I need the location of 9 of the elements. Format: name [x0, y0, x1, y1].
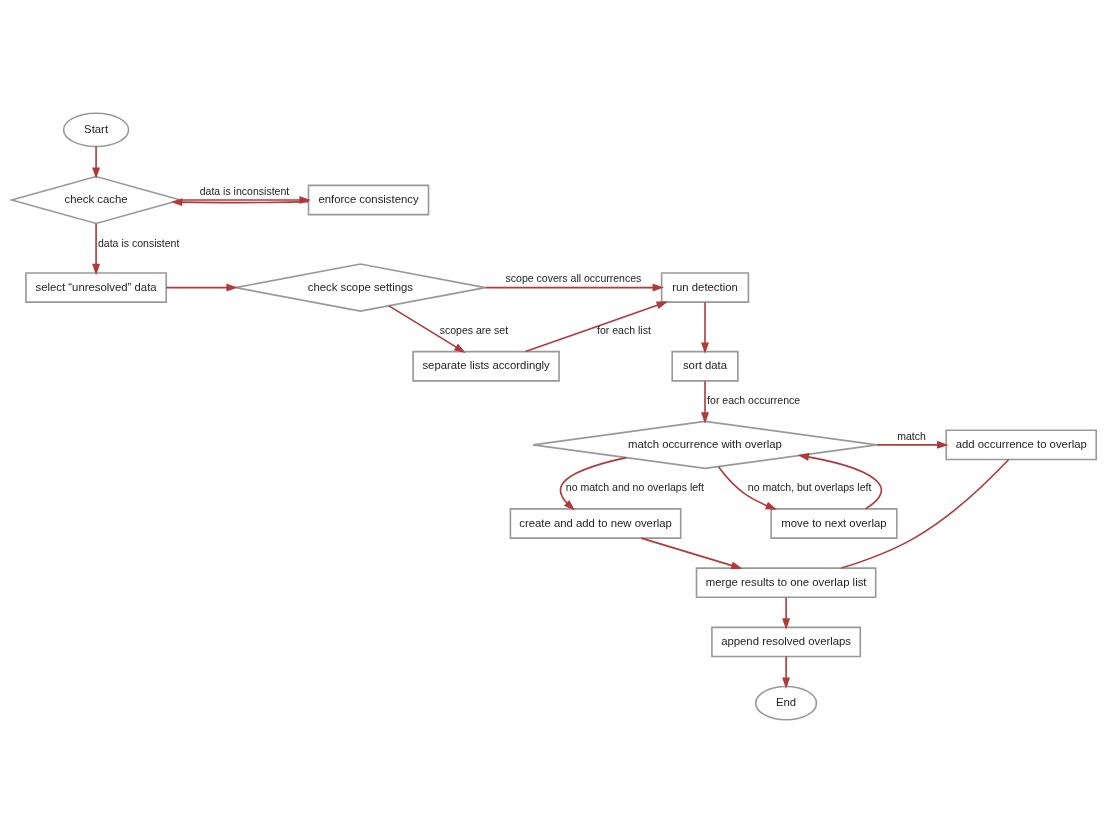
- edge-label: for each list: [597, 323, 651, 336]
- edge-label: match: [897, 429, 926, 442]
- edge-label: data is consistent: [97, 236, 180, 249]
- edge-label: scope covers all occurrences: [505, 271, 642, 284]
- edge-label: data is inconsistent: [199, 184, 290, 197]
- edge-label: for each occurrence: [707, 393, 801, 406]
- edge-label: no match, but overlaps left: [747, 480, 872, 493]
- edge-label: no match and no overlaps left: [565, 480, 704, 493]
- edge-label: scopes are set: [439, 323, 509, 336]
